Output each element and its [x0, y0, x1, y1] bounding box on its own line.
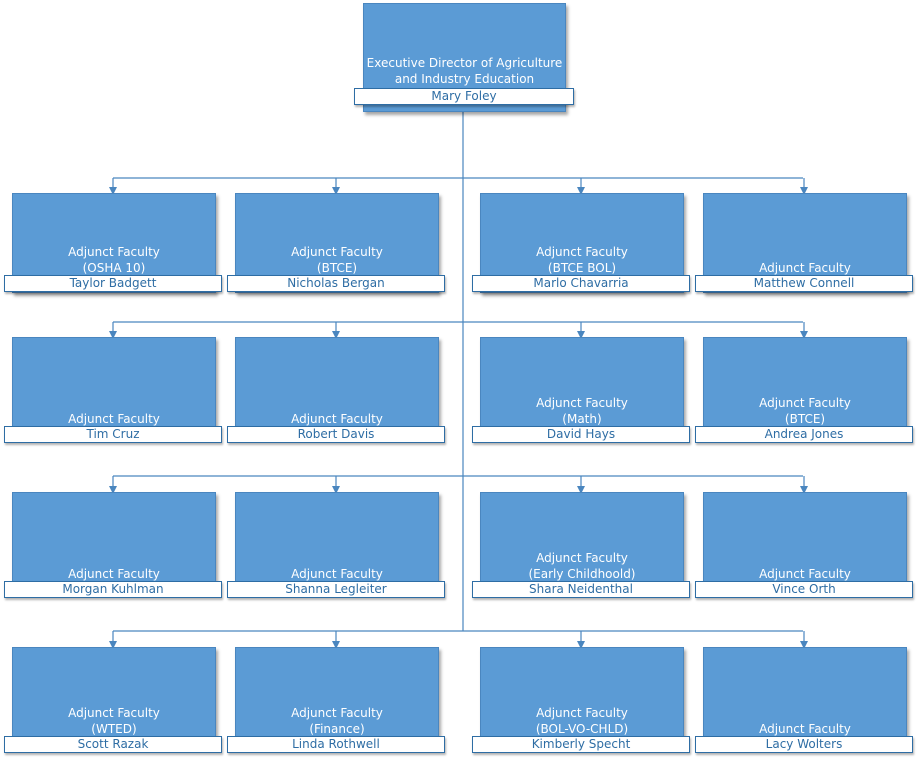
top-title-line1: Executive Director of Agriculture	[366, 56, 563, 70]
staff-name: Nicholas Bergan	[227, 275, 445, 292]
staff-title: Adjunct Faculty	[536, 396, 628, 410]
staff-box: Adjunct Faculty	[12, 492, 216, 592]
staff-detail: (Math)	[562, 412, 602, 426]
staff-box: Adjunct Faculty	[235, 337, 439, 437]
staff-detail: (WTED)	[91, 722, 137, 736]
staff-box: Adjunct Faculty	[12, 337, 216, 437]
staff-box: Adjunct Faculty	[703, 492, 907, 592]
staff-name: Lacy Wolters	[695, 736, 913, 753]
staff-title: Adjunct Faculty	[759, 396, 851, 410]
staff-box: Adjunct Faculty	[703, 647, 907, 747]
staff-title: Adjunct Faculty	[291, 412, 383, 426]
staff-box: Adjunct Faculty (Early Childhoold)	[480, 492, 684, 592]
staff-name: Vince Orth	[695, 581, 913, 598]
top-name: Mary Foley	[354, 88, 574, 105]
staff-title: Adjunct Faculty	[68, 706, 160, 720]
staff-detail: (BTCE)	[784, 412, 826, 426]
staff-name: Shara Neidenthal	[472, 581, 690, 598]
staff-name: Scott Razak	[4, 736, 222, 753]
staff-name: Robert Davis	[227, 426, 445, 443]
staff-detail: (Finance)	[309, 722, 365, 736]
staff-detail: (Early Childhoold)	[528, 567, 636, 581]
staff-title: Adjunct Faculty	[536, 245, 628, 259]
staff-title: Adjunct Faculty	[291, 245, 383, 259]
staff-box: Adjunct Faculty (Math)	[480, 337, 684, 437]
staff-title: Adjunct Faculty	[759, 722, 851, 736]
staff-box: Adjunct Faculty (WTED)	[12, 647, 216, 747]
staff-detail: (BTCE)	[316, 261, 358, 275]
staff-detail: (OSHA 10)	[82, 261, 146, 275]
staff-name: David Hays	[472, 426, 690, 443]
staff-name: Shanna Legleiter	[227, 581, 445, 598]
staff-name: Tim Cruz	[4, 426, 222, 443]
staff-title: Adjunct Faculty	[68, 245, 160, 259]
staff-name: Taylor Badgett	[4, 275, 222, 292]
staff-detail: (BTCE BOL)	[547, 261, 617, 275]
staff-box: Adjunct Faculty (BTCE)	[703, 337, 907, 437]
staff-name: Linda Rothwell	[227, 736, 445, 753]
staff-title: Adjunct Faculty	[536, 706, 628, 720]
staff-name: Kimberly Specht	[472, 736, 690, 753]
staff-name: Marlo Chavarria	[472, 275, 690, 292]
staff-title: Adjunct Faculty	[536, 551, 628, 565]
staff-box: Adjunct Faculty	[235, 492, 439, 592]
staff-name: Andrea Jones	[695, 426, 913, 443]
staff-title: Adjunct Faculty	[68, 567, 160, 581]
staff-title: Adjunct Faculty	[68, 412, 160, 426]
staff-title: Adjunct Faculty	[291, 567, 383, 581]
staff-box: Adjunct Faculty (Finance)	[235, 647, 439, 747]
staff-name: Morgan Kuhlman	[4, 581, 222, 598]
staff-title: Adjunct Faculty	[759, 261, 851, 275]
staff-title: Adjunct Faculty	[759, 567, 851, 581]
top-title-line2: and Industry Education	[394, 72, 535, 86]
staff-detail: (BOL-VO-CHLD)	[535, 722, 629, 736]
staff-title: Adjunct Faculty	[291, 706, 383, 720]
staff-box: Adjunct Faculty (BOL-VO-CHLD)	[480, 647, 684, 747]
staff-name: Matthew Connell	[695, 275, 913, 292]
